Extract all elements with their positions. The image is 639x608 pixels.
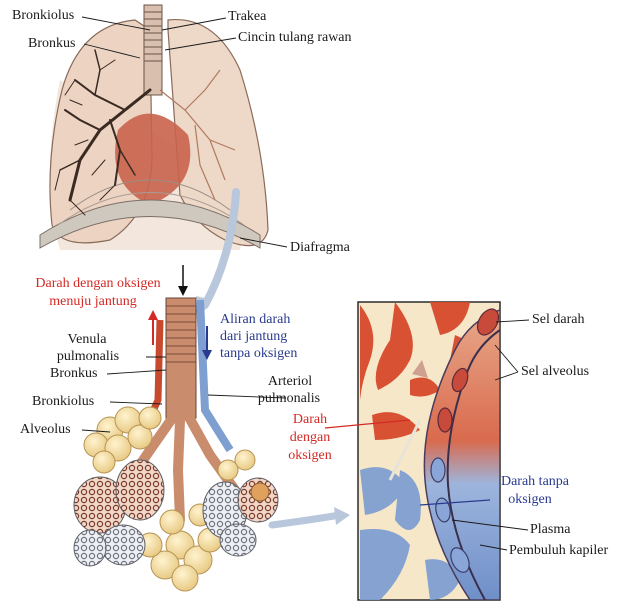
label-aliran-1: Aliran darah — [220, 312, 291, 327]
label-sel-darah: Sel darah — [532, 312, 585, 327]
lungs-illustration — [39, 4, 269, 250]
label-arteriol-2: pulmonalis — [257, 391, 321, 406]
label-bronkus-top: Bronkus — [28, 36, 76, 51]
label-tanpa-2: oksigen — [508, 492, 552, 507]
label-sel-alveolus: Sel alveolus — [521, 364, 590, 379]
label-plasma: Plasma — [530, 522, 571, 537]
label-pembuluh-kapiler: Pembuluh kapiler — [509, 543, 609, 558]
bronchus-illustration — [73, 297, 279, 592]
label-aliran-3: tanpa oksigen — [220, 346, 298, 361]
label-bronkus-mid: Bronkus — [50, 366, 98, 381]
label-cincin-tulang-rawan: Cincin tulang rawan — [238, 30, 352, 45]
label-darah-oksigen-2: menuju jantung — [49, 294, 137, 309]
label-arteriol-1: Arteriol — [267, 374, 313, 389]
label-venula-1: Venula — [67, 332, 107, 347]
label-darah-dengan-2: dengan — [289, 430, 331, 445]
label-bronkiolus-mid: Bronkiolus — [32, 394, 95, 409]
label-darah-oksigen-1: Darah dengan oksigen — [35, 276, 161, 291]
zoom-panel — [357, 301, 501, 601]
label-venula-2: pulmonalis — [56, 349, 120, 364]
label-darah-dengan-1: Darah — [292, 412, 328, 427]
label-tanpa-1: Darah tanpa — [500, 474, 570, 489]
label-diafragma: Diafragma — [290, 240, 350, 255]
label-alveolus: Alveolus — [20, 422, 71, 437]
label-aliran-2: dari jantung — [220, 329, 288, 344]
label-darah-dengan-3: oksigen — [288, 448, 332, 463]
label-trakea: Trakea — [228, 9, 267, 24]
leader-lines — [81, 16, 530, 551]
label-bronkiolus-top: Bronkiolus — [12, 8, 75, 23]
